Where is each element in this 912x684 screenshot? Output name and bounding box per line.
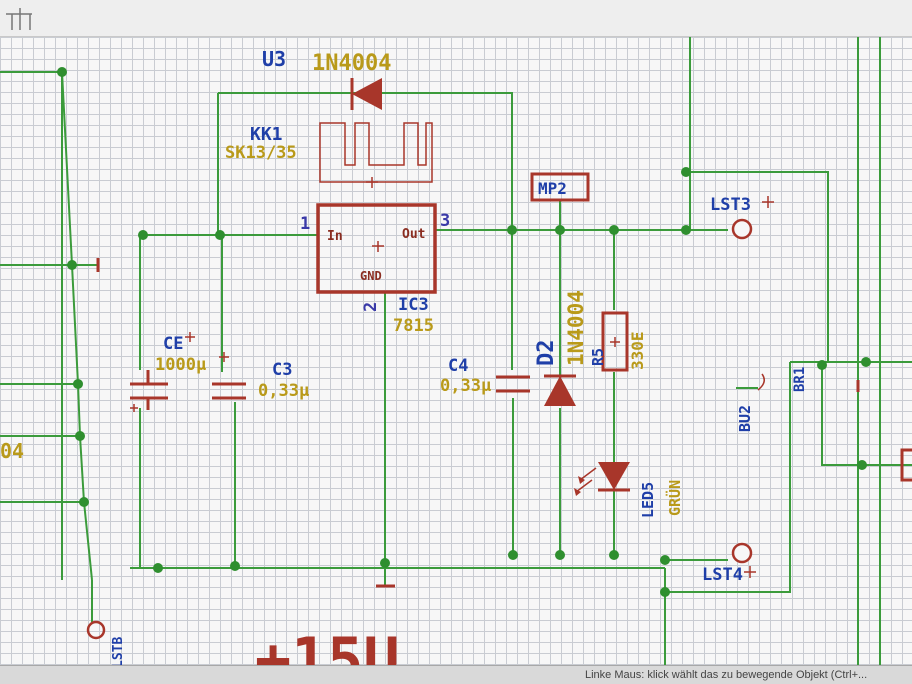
led5-value: GRÜN xyxy=(665,480,684,516)
ic3-pin-in: In xyxy=(327,229,343,244)
c3-name: C3 xyxy=(272,360,292,380)
ic3-pin-out: Out xyxy=(402,227,425,242)
left-partial-circuit: 04 xyxy=(0,67,100,581)
c3-value: 0,33µ xyxy=(258,381,309,401)
lstb-connector[interactable]: LSTB xyxy=(86,580,126,668)
ic3-pin2-number: 2 xyxy=(361,302,381,312)
lst3-name: LST3 xyxy=(710,195,751,215)
d2-name: D2 xyxy=(534,340,559,367)
toolbar-icon[interactable] xyxy=(0,0,40,36)
toolbar xyxy=(0,0,912,37)
bu2-name: BU2 xyxy=(736,405,754,432)
mp2-name: MP2 xyxy=(538,179,567,198)
lst4-connector[interactable]: LST4 xyxy=(702,542,756,585)
lst3-connector[interactable]: LST3 xyxy=(710,195,774,240)
ce-name: CE xyxy=(163,334,183,354)
kk1-name: KK1 xyxy=(250,124,283,145)
schematic-drawing: 04 LSTB xyxy=(0,37,912,684)
led5-name: LED5 xyxy=(639,482,657,518)
ce-capacitor[interactable]: CE 1000µ xyxy=(130,332,229,412)
led5-diode[interactable]: LED5 GRÜN xyxy=(574,462,684,518)
lst4-name: LST4 xyxy=(702,565,743,585)
u3-name: U3 xyxy=(262,47,286,71)
ic3-pin3-number: 3 xyxy=(440,211,450,231)
schematic-canvas[interactable]: 04 LSTB xyxy=(0,37,912,684)
r5-resistor[interactable]: R5 330E xyxy=(589,311,647,372)
partial-left-value: 04 xyxy=(0,439,24,463)
u3-diode[interactable]: U3 1N4004 xyxy=(262,47,391,110)
bu2-connector[interactable]: BU2 xyxy=(736,373,765,432)
junction-dots xyxy=(138,167,871,597)
br1-name: BR1 xyxy=(792,367,808,392)
kk1-heatsink[interactable]: KK1 SK13/35 xyxy=(225,122,433,188)
lstb-label: LSTB xyxy=(111,637,126,665)
u3-value: 1N4004 xyxy=(312,51,391,76)
r5-value: 330E xyxy=(628,331,647,370)
bypass-diode-wire xyxy=(218,92,513,230)
status-bar: Linke Maus: klick wählt das zu bewegende… xyxy=(0,665,912,684)
status-text: Linke Maus: klick wählt das zu bewegende… xyxy=(585,669,868,681)
c3-capacitor[interactable]: C3 0,33µ xyxy=(212,360,309,401)
d2-value: 1N4004 xyxy=(564,290,588,366)
ic3-regulator[interactable]: In Out GND 1 3 2 IC3 7815 xyxy=(300,203,450,336)
ce-value: 1000µ xyxy=(155,355,206,375)
ic3-name: IC3 xyxy=(398,295,429,315)
d2-diode[interactable]: D2 1N4004 xyxy=(534,290,588,406)
mp2-testpoint[interactable]: MP2 xyxy=(530,172,590,202)
c4-name: C4 xyxy=(448,356,468,376)
kk1-value: SK13/35 xyxy=(225,143,297,163)
ic3-value: 7815 xyxy=(393,316,434,336)
br1-bridge[interactable]: BR1 xyxy=(792,367,912,482)
ic3-pin-gnd: GND xyxy=(360,269,382,283)
voltage-label: +15U xyxy=(255,625,400,665)
r5-name: R5 xyxy=(589,348,607,366)
c4-capacitor[interactable]: C4 0,33µ xyxy=(440,356,530,396)
c4-value: 0,33µ xyxy=(440,376,491,396)
ic3-pin1-number: 1 xyxy=(300,214,310,234)
